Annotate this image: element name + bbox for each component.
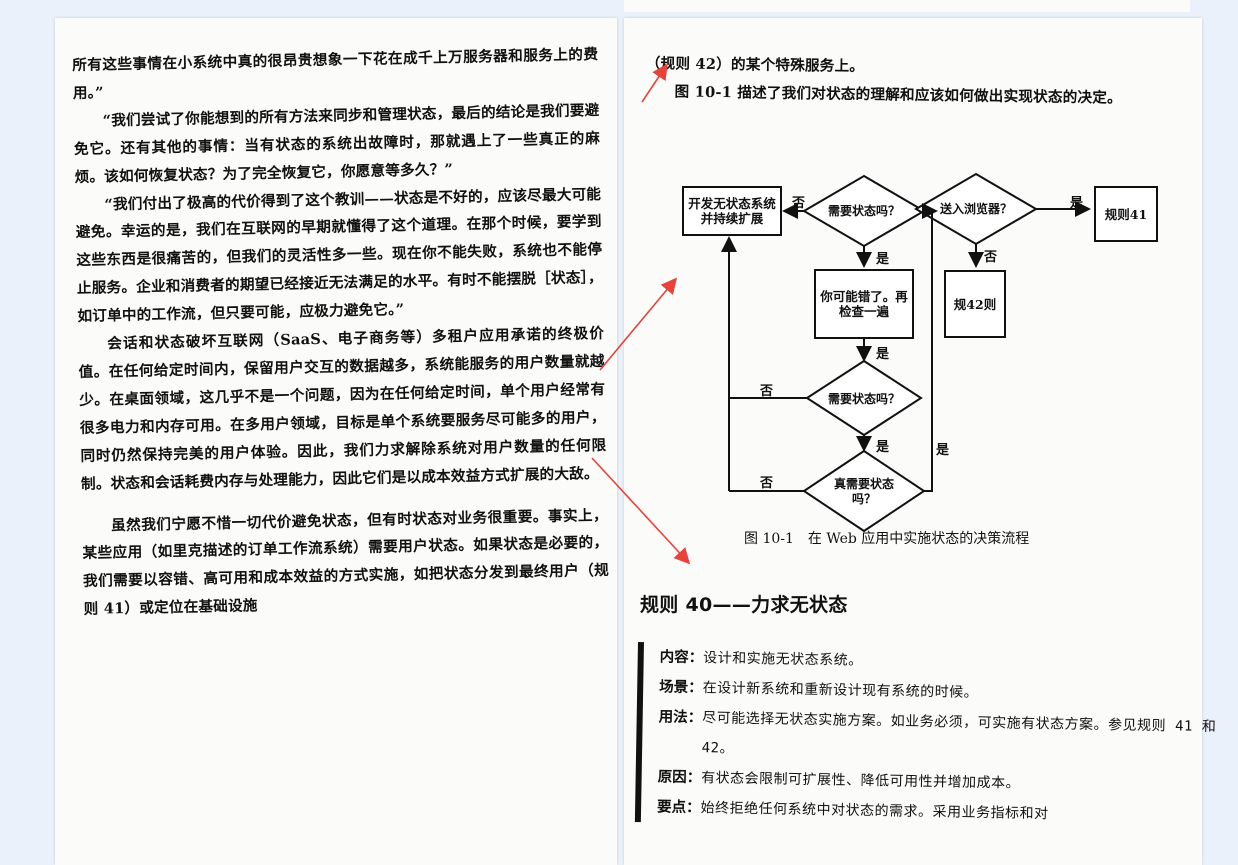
summary-key: 要点： (656, 798, 701, 817)
summary-key: 用法： (658, 708, 703, 727)
label-no: 否 (760, 476, 774, 491)
summary-value: 在设计新系统和重新设计现有系统的时候。 (702, 680, 979, 701)
label-no: 否 (760, 384, 774, 399)
left-page-text: 所有这些事情在小系统中真的很昂贵想象一下花在成千上万服务器和服务上的费用。” “… (72, 41, 610, 624)
figure-caption: 图 10-1 在 Web 应用中实施状态的决策流程 (744, 531, 1030, 547)
question-send-browser: 送入浏览器？ (939, 202, 1012, 216)
rule-summary: 内容： 设计和实施无状态系统。 场景： 在设计新系统和重新设计现有系统的时候。 … (634, 642, 1220, 833)
question-really-need-state: 真需要状态吗？ (833, 477, 894, 506)
decision-diamond-q4 (802, 449, 926, 533)
rule41-box: 规则41 (1094, 186, 1158, 242)
flowchart-lines (721, 172, 1091, 533)
paragraph: 会话和状态破坏互联网（SaaS、电子商务等）多租户应用承诺的终极价值。在任何给定… (78, 324, 607, 493)
paragraph: “我们付出了极高的代价得到了这个教训——状态是不好的，应该尽最大可能避免。幸运的… (75, 185, 604, 326)
label-yes: 是 (876, 440, 890, 455)
summary-key: 原因： (657, 768, 702, 787)
summary-value: 尽可能选择无状态实施方案。如业务必须，可实施有状态方案。参见规则 41 和 42… (701, 710, 1217, 757)
summary-key: 场景： (659, 678, 703, 697)
summary-value: 始终拒绝任何系统中对状态的需求。采用业务指标和对 (700, 800, 1049, 823)
label-no: 否 (792, 196, 806, 211)
label-yes: 是 (1070, 196, 1084, 211)
right-page-intro: （规则 42）的某个特殊服务上。 图 10-1 描述了我们对状态的理解和应该如何… (645, 50, 1186, 113)
label-yes: 是 (936, 443, 950, 458)
state-decision-flowchart: 开发无状态系统并持续扩展 需要状态吗？ 送入浏览器？ 规则41 规42则 你可能… (624, 146, 1202, 566)
previous-page-strip (624, 0, 1190, 12)
label-yes: 是 (876, 347, 890, 362)
question-need-state-again: 需要状态吗？ (827, 392, 900, 406)
rule42-box: 规42则 (944, 270, 1006, 338)
paragraph: 虽然我们宁愿不惜一切代价避免状态，但有时状态对业务很重要。事实上，某些应用（如里… (82, 506, 610, 619)
start-stateless-box: 开发无状态系统并持续扩展 (682, 186, 782, 236)
summary-value: 设计和实施无状态系统。 (703, 650, 863, 669)
paragraph: “我们尝试了你能想到的所有方法来同步和管理状态，最后的结论是我们要避免它。还有其… (73, 101, 601, 186)
summary-key: 内容： (659, 648, 704, 667)
right-book-page: （规则 42）的某个特殊服务上。 图 10-1 描述了我们对状态的理解和应该如何… (624, 18, 1220, 865)
left-book-page: 所有这些事情在小系统中真的很昂贵想象一下花在成千上万服务器和服务上的费用。” “… (55, 18, 617, 865)
question-need-state: 需要状态吗？ (827, 204, 900, 218)
rule-title: 规则 40——力求无状态 (640, 594, 848, 616)
mistake-recheck-box: 你可能错了。再检查一遍 (814, 269, 914, 339)
label-yes: 是 (876, 252, 890, 267)
label-no: 否 (984, 250, 998, 265)
summary-row: 用法： 尽可能选择无状态实施方案。如业务必须，可实施有状态方案。参见规则 41 … (658, 702, 1219, 772)
